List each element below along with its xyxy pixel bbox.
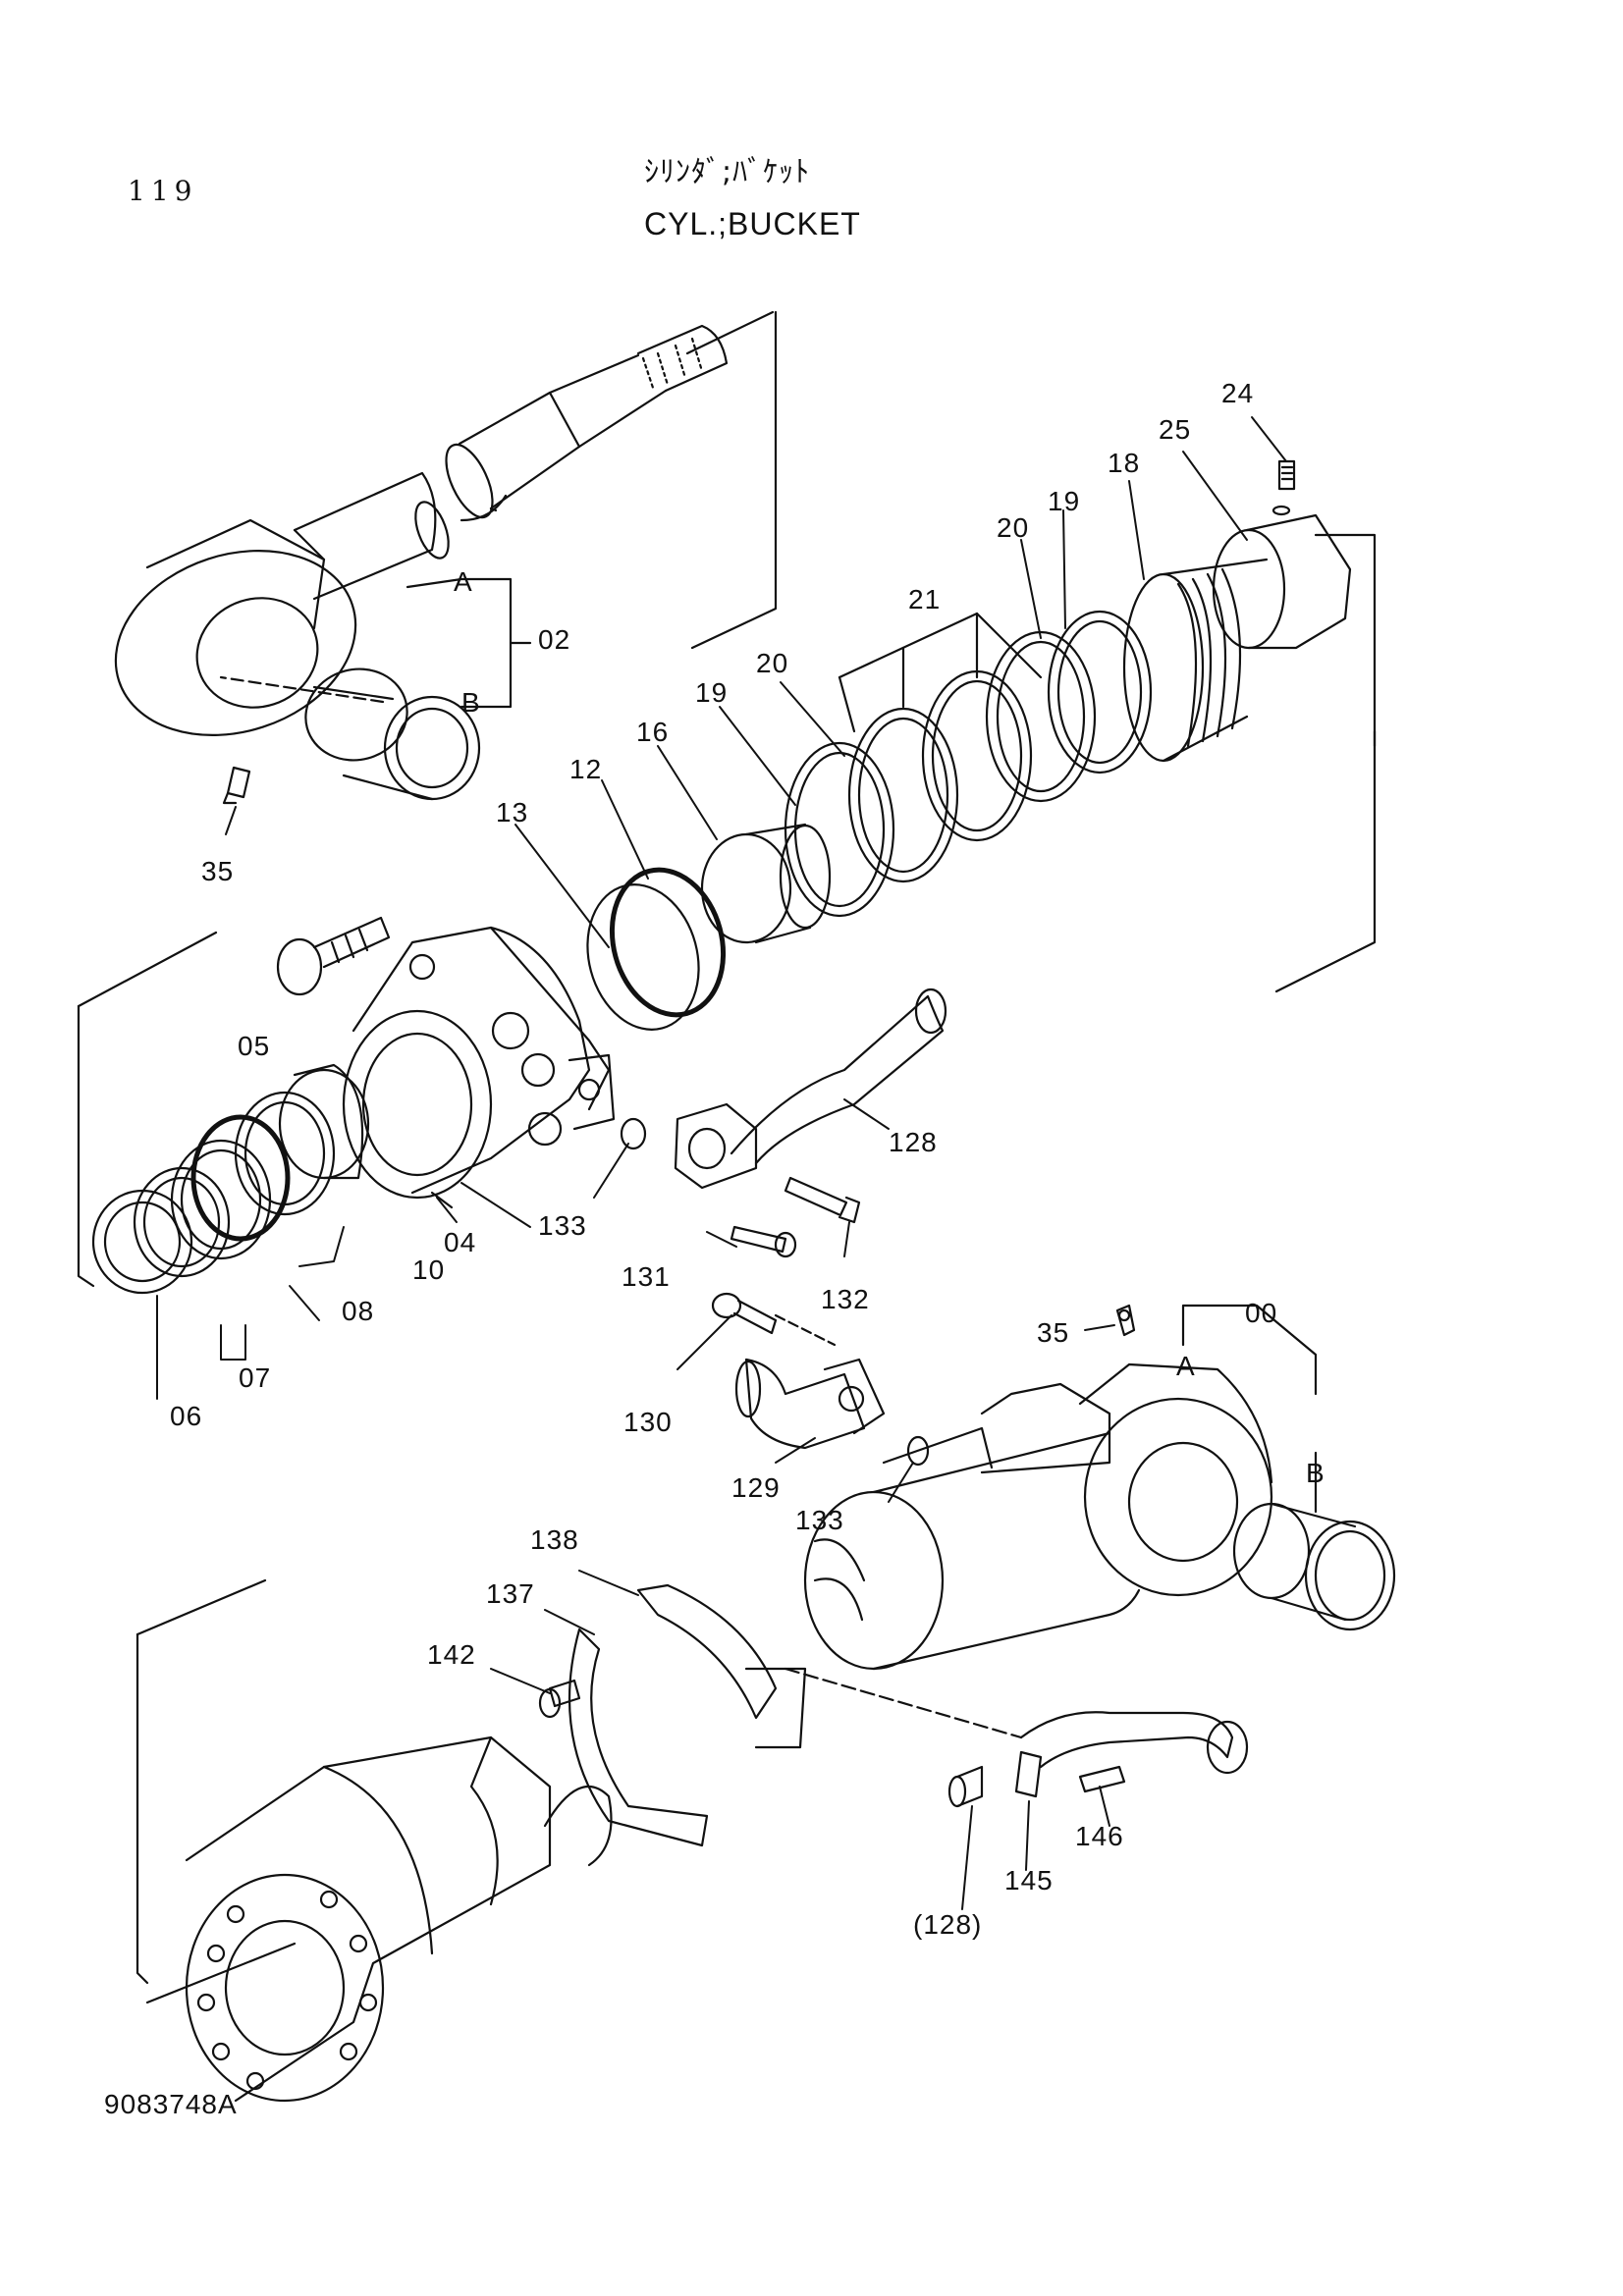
callout-137: 137 [486, 1578, 535, 1609]
callout-12: 12 [569, 754, 603, 784]
callout-02-b: B [461, 687, 481, 718]
page-number: 119 [128, 175, 198, 207]
cylinder-head-part [77, 916, 647, 1295]
callout-131: 131 [622, 1261, 671, 1292]
callout-06: 06 [170, 1401, 203, 1431]
callout-146: 146 [1075, 1821, 1124, 1851]
callout-145: 145 [1004, 1865, 1054, 1896]
callout-00-b: B [1306, 1458, 1325, 1488]
callout-128-ref: (128) [913, 1909, 983, 1940]
piston-assembly-part [586, 459, 1377, 1031]
callout-05: 05 [238, 1031, 271, 1061]
callout-25: 25 [1159, 414, 1192, 445]
callout-133-a: 133 [538, 1210, 587, 1241]
callout-02-a: A [454, 566, 473, 597]
callout-133-b: 133 [795, 1505, 844, 1535]
callout-19-a: 19 [1048, 486, 1081, 516]
drawing-number: 9083748A [104, 2089, 238, 2119]
callout-10: 10 [412, 1255, 446, 1285]
title-english: CYL.;BUCKET [644, 206, 861, 241]
callout-130: 130 [623, 1407, 673, 1437]
piston-rod-part [114, 310, 778, 805]
callout-00-a: A [1176, 1351, 1196, 1381]
callout-02: 02 [538, 624, 571, 655]
callout-07: 07 [239, 1362, 272, 1393]
callout-18: 18 [1108, 448, 1141, 478]
callout-21: 21 [908, 584, 942, 614]
callout-19-b: 19 [695, 677, 729, 708]
callout-24: 24 [1221, 378, 1255, 408]
callout-20-a: 20 [997, 512, 1030, 543]
clamp-part [135, 1578, 1249, 2103]
callout-04: 04 [444, 1227, 477, 1257]
callout-129: 129 [731, 1472, 781, 1503]
callout-142: 142 [427, 1639, 476, 1670]
callout-128: 128 [889, 1127, 938, 1157]
callout-35-b: 35 [1037, 1317, 1070, 1348]
cylinder-tube-part [803, 1304, 1396, 1671]
callout-16: 16 [636, 717, 670, 747]
callout-138: 138 [530, 1524, 579, 1555]
pipe-flange-part [674, 988, 947, 1467]
callout-00: 00 [1245, 1298, 1278, 1328]
title-japanese: ｼﾘﾝﾀﾞ;ﾊﾞｹｯﾄ [644, 155, 811, 189]
callout-13: 13 [496, 797, 529, 828]
callout-35-a: 35 [201, 856, 235, 886]
callout-132: 132 [821, 1284, 870, 1314]
callout-20-b: 20 [756, 648, 789, 678]
leader-lines [156, 416, 1287, 1910]
callout-08: 08 [342, 1296, 375, 1326]
